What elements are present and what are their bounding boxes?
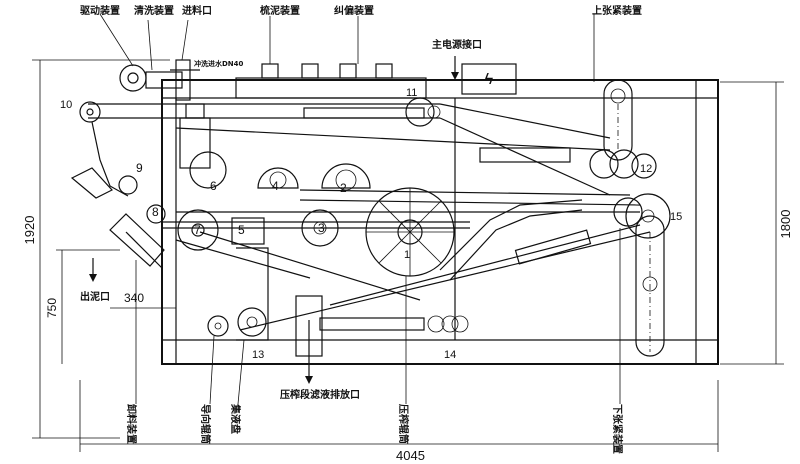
part-number-11: 11 bbox=[406, 87, 417, 99]
part-number-14: 14 bbox=[444, 349, 456, 361]
label-press-roller: 压榨辊筒 bbox=[397, 404, 410, 444]
label-upper-tension: 上张紧装置 bbox=[592, 4, 642, 17]
part-number-13: 13 bbox=[252, 349, 264, 361]
label-filtrate-outlet: 压榨段滤液排放口 bbox=[280, 388, 360, 401]
lightning-icon: ϟ bbox=[485, 71, 494, 88]
dimension-height-total: 1920 bbox=[22, 216, 37, 245]
dimension-texts: 1920 1800 750 340 4045 bbox=[22, 210, 793, 463]
part-number-8: 8 bbox=[152, 205, 159, 219]
dimension-height-frame: 1800 bbox=[778, 210, 793, 239]
part-number-6: 6 bbox=[210, 179, 217, 193]
label-feed-inlet: 进料口 bbox=[182, 4, 212, 17]
bottom-rollers bbox=[207, 247, 323, 384]
part-number-9: 9 bbox=[136, 161, 143, 175]
part-number-1: 1 bbox=[404, 249, 410, 261]
label-sludge-outlet: 出泥口 bbox=[80, 290, 110, 303]
drive-device bbox=[119, 59, 200, 101]
leader-lines bbox=[99, 13, 621, 405]
label-discharge-device: 卸料装置 bbox=[125, 404, 138, 444]
part-numbers: 1 2 3 4 5 6 7 8 9 10 11 12 13 14 15 bbox=[60, 87, 682, 361]
press-roller-main bbox=[365, 187, 583, 281]
part-number-2: 2 bbox=[340, 181, 347, 195]
part-number-7: 7 bbox=[194, 223, 201, 237]
part-number-5: 5 bbox=[238, 223, 245, 237]
top-mounts: ϟ bbox=[235, 63, 517, 99]
label-flush-water: 冲洗进水DN40 bbox=[194, 59, 244, 68]
part-number-4: 4 bbox=[272, 179, 279, 193]
right-rollers bbox=[405, 97, 671, 239]
upper-tension-arm bbox=[603, 79, 633, 161]
dimension-outlet-height: 750 bbox=[45, 298, 59, 318]
lower-tension-arm bbox=[635, 215, 665, 357]
cylinders bbox=[303, 107, 592, 333]
label-deviation-device: 纠偏装置 bbox=[334, 4, 374, 17]
part-number-15: 15 bbox=[670, 211, 682, 223]
dimension-length-total: 4045 bbox=[396, 448, 425, 463]
machine-frame bbox=[161, 79, 719, 365]
label-liquid-tray: 集液盘 bbox=[229, 403, 242, 434]
labels: 驱动装置 清洗装置 进料口 冲洗进水DN40 梳泥装置 纠偏装置 主电源接口 上… bbox=[80, 4, 642, 454]
left-drum-assembly bbox=[177, 103, 265, 251]
label-cleaning-device: 清洗装置 bbox=[134, 4, 174, 17]
dimension-outlet-offset: 340 bbox=[124, 291, 144, 305]
label-sludge-comb: 梳泥装置 bbox=[259, 4, 300, 17]
middle-rollers bbox=[257, 163, 371, 247]
label-lower-tension: 下张紧装置 bbox=[611, 404, 624, 454]
part-number-10: 10 bbox=[60, 99, 72, 111]
label-drive-device: 驱动装置 bbox=[80, 4, 120, 17]
left-rollers bbox=[70, 101, 166, 269]
label-main-power: 主电源接口 bbox=[432, 38, 482, 51]
part-number-12: 12 bbox=[640, 163, 652, 175]
part-number-3: 3 bbox=[318, 221, 325, 235]
dimension-lines bbox=[32, 59, 784, 452]
label-guide-roller: 导向辊筒 bbox=[199, 404, 212, 444]
arrows bbox=[89, 56, 459, 282]
